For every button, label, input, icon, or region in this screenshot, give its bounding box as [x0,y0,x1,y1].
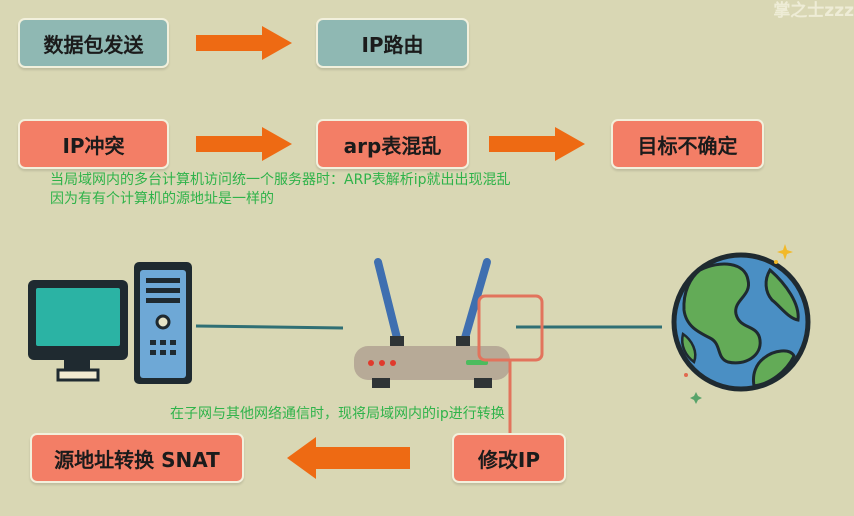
link-line [195,324,344,330]
target-uncertain-box: 目标不确定 [611,119,764,169]
sparkle-icon [684,244,793,404]
arrow-icon [489,127,585,161]
arrow-icon [196,127,292,161]
globe-icon [671,252,811,392]
packet-send-label: 数据包发送 [43,32,144,57]
router-icon [354,258,510,388]
arrow-left-icon [287,437,410,479]
highlight-frame [477,294,544,362]
arrow-icon [196,26,292,60]
arp-note-line2: 因为有有个计算机的源地址是一样的 [50,191,274,207]
computer-icon [28,262,192,384]
snat-box: 源地址转换 SNAT [30,433,244,483]
arp-table-label: arp表混乱 [343,133,442,158]
packet-send-box: 数据包发送 [18,18,169,68]
arp-note-line1: 当局域网内的多台计算机访问统一个服务器时：ARP表解析ip就出出现混乱 [50,172,511,188]
ip-conflict-label: IP冲突 [62,133,125,158]
modify-ip-label: 修改IP [477,447,541,472]
snat-label: 源地址转换 SNAT [54,447,220,472]
ip-routing-box: IP路由 [316,18,469,68]
target-uncertain-label: 目标不确定 [637,133,738,158]
modify-ip-box: 修改IP [452,433,566,483]
arp-table-box: arp表混乱 [316,119,469,169]
ip-conflict-box: IP冲突 [18,119,169,169]
watermark: 掌之士zzz [773,1,854,21]
ip-routing-label: IP路由 [361,32,424,57]
subnet-note: 在子网与其他网络通信时，现将局域网内的ip进行转换 [170,406,505,422]
